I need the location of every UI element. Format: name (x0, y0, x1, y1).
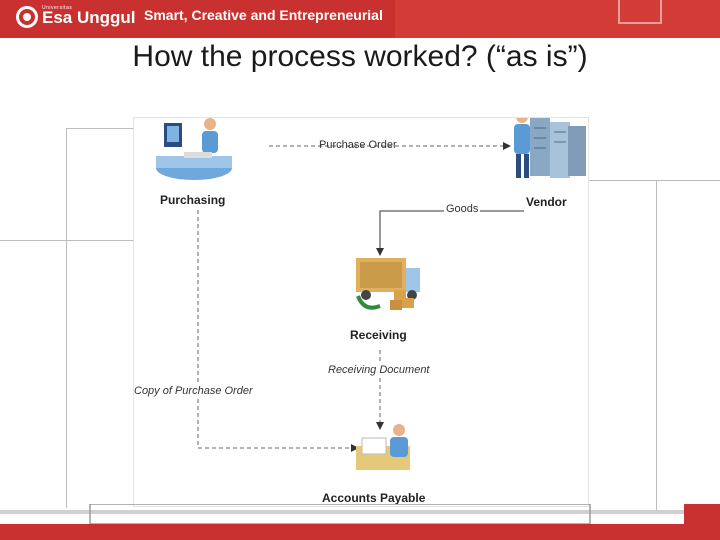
diagram-canvas (156, 111, 586, 470)
accounts-payable-label: Accounts Payable (322, 491, 426, 505)
header-notch (618, 0, 662, 24)
purchasing-icon (156, 118, 232, 180)
receiving-truck-icon (356, 258, 420, 310)
frame-line-right-vertical (656, 180, 657, 510)
goods-label: Goods (444, 203, 481, 215)
vendor-label: Vendor (526, 195, 567, 209)
accounts-payable-icon (356, 424, 410, 470)
frame-line-right (587, 180, 720, 181)
purchasing-label: Purchasing (160, 193, 226, 207)
footer-decoration (0, 504, 720, 540)
vendor-icon (514, 111, 586, 178)
slide-title: How the process worked? (“as is”) (132, 40, 588, 73)
frame-line-left-top (66, 128, 133, 129)
purchase-order-label: Purchase Order (319, 139, 397, 151)
header-accent (395, 0, 720, 38)
university-logo-icon (16, 6, 38, 28)
brand-prefix: Universitas (42, 5, 73, 11)
brand-name: Esa Unggul (42, 8, 136, 27)
frame-line-left-vertical (66, 128, 67, 508)
brand-tagline: Smart, Creative and Entrepreneurial (144, 7, 383, 23)
copy-purchase-order-arrow (197, 210, 359, 452)
process-diagram: Purchase Order Purchasing Goods Vendor R… (133, 111, 589, 507)
copy-purchase-order-label: Copy of Purchase Order (134, 385, 253, 397)
receiving-label: Receiving (350, 328, 407, 342)
goods-arrow (376, 210, 524, 256)
receiving-document-label: Receiving Document (328, 364, 430, 376)
